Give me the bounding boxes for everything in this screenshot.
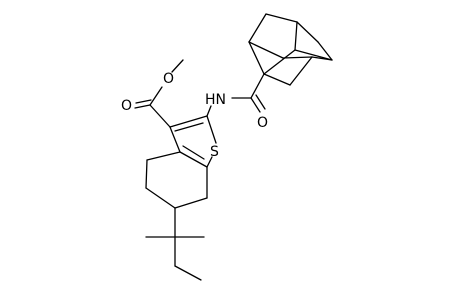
thiophene-ring <box>169 115 217 168</box>
bond-s-c2 <box>206 115 217 144</box>
bond-a2-a3 <box>248 13 267 43</box>
amide-nitrogen-label: HN <box>205 92 226 108</box>
bond-cester-oether <box>149 86 163 106</box>
ester-carbonyl-oxygen-label: O <box>121 98 132 114</box>
bond-c3-c3a <box>169 126 181 153</box>
amide-oxygen-label: O <box>257 115 268 131</box>
bond-c6-c7 <box>174 197 208 209</box>
bond-c3a-c4 <box>146 151 181 161</box>
bond-c2-n <box>206 105 212 117</box>
bond-ch2-ch3 <box>174 265 202 281</box>
amide-group <box>206 73 266 117</box>
bond-a5-a4 <box>294 21 298 51</box>
bond-a7-a8 <box>311 56 333 61</box>
ester-ether-oxygen-label: O <box>163 71 174 87</box>
methyl-ester-group <box>134 59 184 128</box>
bond-c7a-c3a-inner <box>182 145 205 160</box>
bond-cester-o-double-a <box>134 104 151 109</box>
bond-c5-c6 <box>145 187 176 209</box>
bond-camide-adamantyl <box>250 73 265 99</box>
bond-a6-a7 <box>289 56 313 86</box>
thiophene-sulfur-label: S <box>210 144 219 160</box>
bond-a2-a7 <box>248 41 284 59</box>
bond-c3-cester <box>149 104 171 128</box>
bond-a4-a9 <box>296 21 319 43</box>
bond-a3-a4 <box>265 13 298 23</box>
bond-a5-a8 <box>294 49 333 61</box>
bond-c2-c3 <box>169 115 208 128</box>
bond-c2-c3-double <box>174 122 204 132</box>
bond-a1-a2 <box>248 41 265 75</box>
bond-cester-o-double-b <box>135 99 152 104</box>
bond-c3a-c7a <box>179 151 208 168</box>
cyclohexene-ring <box>145 151 208 209</box>
adamantane-cage <box>248 13 333 86</box>
tert-amyl-group <box>145 207 205 281</box>
bond-camide-o-a <box>250 97 261 113</box>
bond-c4-c5 <box>145 159 148 189</box>
bond-a7-a9 <box>282 56 313 59</box>
bond-camide-o-b <box>255 94 266 110</box>
bond-a1-a6 <box>263 73 291 86</box>
bond-a9-a8 <box>317 41 333 61</box>
bond-c7a-s <box>206 156 213 168</box>
bond-oether-methyl <box>171 59 184 73</box>
bond-a1-a5 <box>263 49 296 75</box>
